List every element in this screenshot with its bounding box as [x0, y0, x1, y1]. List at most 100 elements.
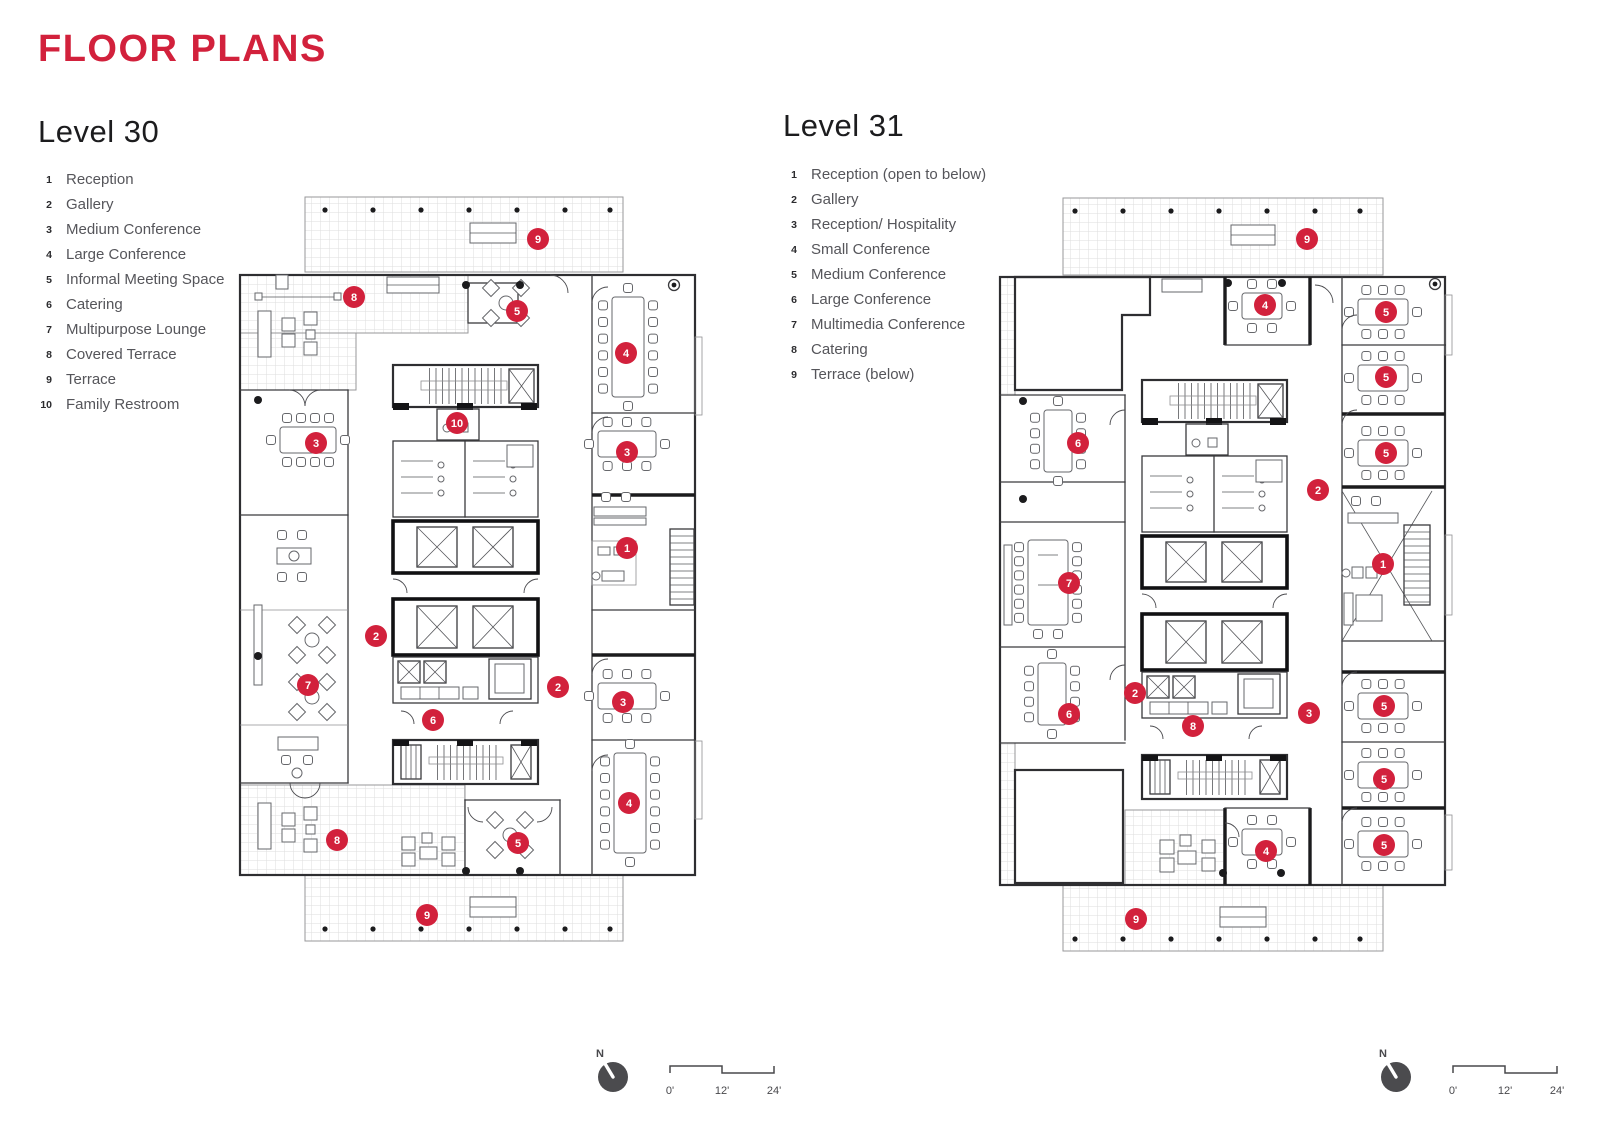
svg-text:8: 8: [1190, 721, 1196, 733]
svg-text:1: 1: [624, 543, 630, 555]
svg-text:4: 4: [1262, 300, 1269, 312]
legend-item-label: Small Conference: [811, 241, 931, 258]
room-marker-9: 9: [416, 904, 438, 926]
svg-text:8: 8: [334, 835, 340, 847]
legend-item: 2 Gallery: [38, 192, 224, 217]
scale-tick: 12': [715, 1085, 729, 1097]
legend-item-label: Informal Meeting Space: [66, 271, 225, 288]
page-title: FLOOR PLANS: [38, 28, 327, 70]
svg-text:7: 7: [1066, 578, 1072, 590]
legend-item-number: 1: [46, 173, 52, 186]
footer-left: N 0' 12' 24': [596, 1048, 781, 1097]
legend-item-label: Multimedia Conference: [811, 316, 966, 333]
legend-item-number: 3: [46, 223, 52, 236]
legend-item: 4 Large Conference: [38, 242, 224, 267]
room-marker-5: 5: [507, 832, 529, 854]
svg-text:5: 5: [1383, 307, 1389, 319]
north-arrow: N: [1379, 1048, 1411, 1092]
svg-text:10: 10: [451, 418, 463, 430]
room-marker-6: 6: [1058, 703, 1080, 725]
legend-item-number: 8: [791, 343, 797, 356]
svg-text:5: 5: [1383, 448, 1389, 460]
svg-text:5: 5: [515, 838, 521, 850]
legend-item-label: Large Conference: [66, 246, 187, 263]
level-31-heading: Level 31: [783, 108, 905, 143]
svg-text:5: 5: [1381, 774, 1387, 786]
legend-item-number: 2: [46, 198, 52, 211]
legend-item: 8 Catering: [783, 337, 986, 362]
svg-text:2: 2: [373, 631, 379, 643]
room-marker-5: 5: [506, 300, 528, 322]
legend-item-label: Gallery: [66, 196, 114, 213]
legend-item-number: 4: [46, 248, 52, 261]
svg-text:9: 9: [1133, 914, 1139, 926]
legend-item: 6 Catering: [38, 292, 224, 317]
legend-item-label: Terrace: [66, 371, 117, 388]
legend-item-number: 6: [46, 298, 52, 311]
scale-tick: 24': [767, 1085, 781, 1097]
legend-item-label: Family Restroom: [66, 396, 180, 413]
room-marker-3: 3: [612, 691, 634, 713]
legend-item-label: Reception/ Hospitality: [811, 216, 957, 233]
legend-item: 7 Multimedia Conference: [783, 312, 986, 337]
room-marker-5: 5: [1373, 768, 1395, 790]
legend-item-number: 4: [791, 243, 797, 256]
room-marker-3: 3: [1298, 702, 1320, 724]
legend-item: 4 Small Conference: [783, 237, 986, 262]
svg-text:5: 5: [1383, 372, 1389, 384]
svg-text:4: 4: [1263, 846, 1270, 858]
room-marker-2: 2: [365, 625, 387, 647]
legend-item-label: Multipurpose Lounge: [66, 321, 207, 338]
room-marker-3: 3: [616, 441, 638, 463]
svg-text:5: 5: [1381, 701, 1387, 713]
plan30-drawing: [238, 196, 703, 942]
room-marker-6: 6: [1067, 432, 1089, 454]
legend-item-label: Reception (open to below): [811, 166, 987, 183]
scale-bar: 0' 12' 24': [1449, 1065, 1564, 1097]
room-marker-7: 7: [1058, 572, 1080, 594]
legend-item-number: 2: [791, 193, 797, 206]
room-marker-8: 8: [1182, 715, 1204, 737]
room-marker-3: 3: [305, 432, 327, 454]
room-marker-6: 6: [422, 709, 444, 731]
room-marker-5: 5: [1375, 442, 1397, 464]
room-marker-5: 5: [1375, 301, 1397, 323]
svg-text:3: 3: [624, 447, 630, 459]
svg-text:6: 6: [1075, 438, 1081, 450]
level-30-heading: Level 30: [38, 114, 160, 149]
room-marker-1: 1: [1372, 553, 1394, 575]
svg-text:5: 5: [1381, 840, 1387, 852]
svg-text:8: 8: [351, 292, 357, 304]
room-marker-9: 9: [1125, 908, 1147, 930]
north-label: N: [1379, 1048, 1387, 1060]
legend-item-number: 8: [46, 348, 52, 361]
svg-text:6: 6: [430, 715, 436, 727]
room-marker-8: 8: [326, 829, 348, 851]
svg-text:9: 9: [535, 234, 541, 246]
svg-text:3: 3: [1306, 708, 1312, 720]
legend-item-number: 9: [791, 368, 797, 381]
legend-item-number: 6: [791, 293, 797, 306]
svg-text:6: 6: [1066, 709, 1072, 721]
legend-item-label: Catering: [811, 341, 868, 358]
svg-text:2: 2: [1132, 688, 1138, 700]
legend-item-label: Catering: [66, 296, 123, 313]
room-marker-7: 7: [297, 674, 319, 696]
legend-item-number: 7: [791, 318, 797, 331]
legend-item-label: Medium Conference: [811, 266, 947, 283]
legend-item-number: 5: [791, 268, 797, 281]
room-marker-4: 4: [615, 342, 637, 364]
room-marker-1: 1: [616, 537, 638, 559]
